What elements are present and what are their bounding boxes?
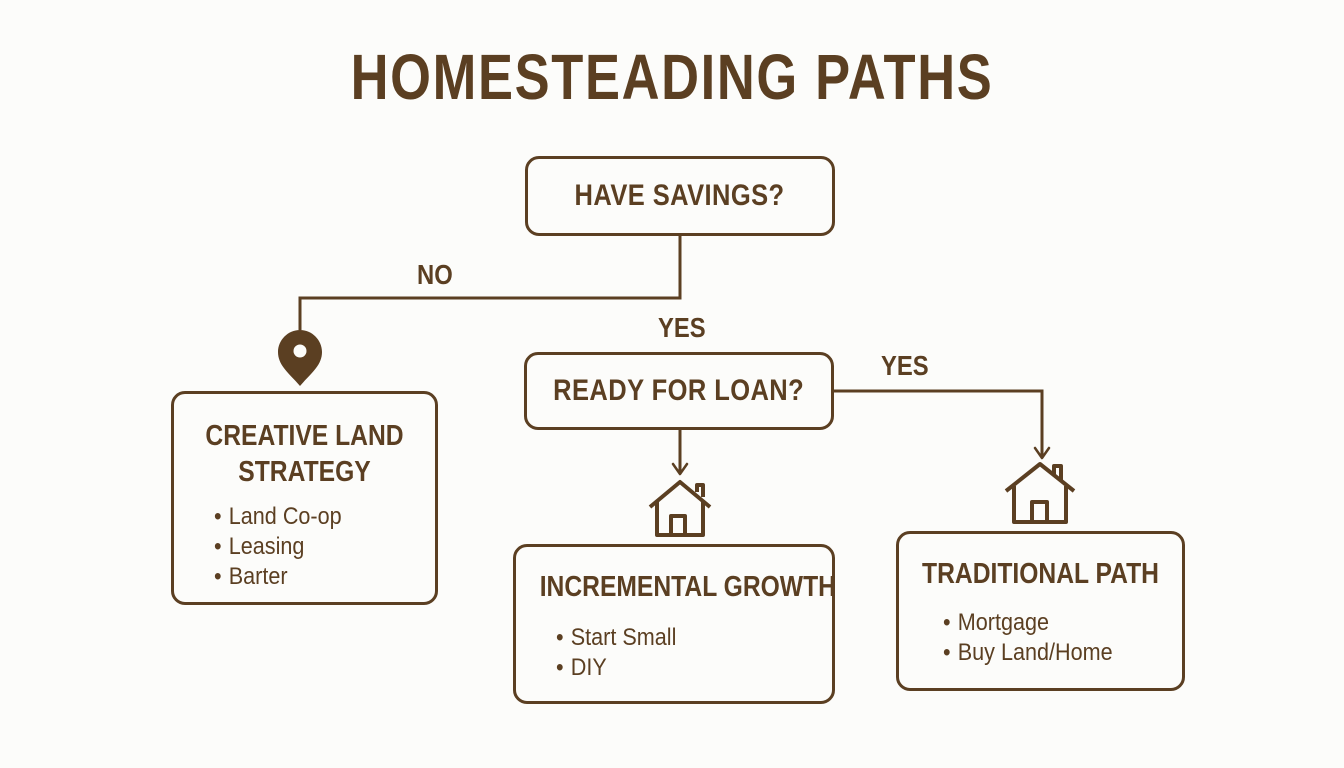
traditional-options-list: Mortgage Buy Land/Home [943,608,1132,668]
edge-label-yes-savings: YES [658,312,706,343]
outcome-creative-land-strategy: CREATIVE LAND STRATEGY Land Co-op Leasin… [171,391,438,605]
decision-ready-for-loan-label: READY FOR LOAN? [553,374,805,407]
list-item: Mortgage [943,608,1113,638]
incremental-title: INCREMENTAL GROWTH [539,571,836,603]
location-pin-icon [278,330,322,386]
connector-savings-to-creative [298,236,682,330]
outcome-incremental-growth: INCREMENTAL GROWTH Start Small DIY [513,544,836,704]
creative-title-line-1: CREATIVE LAND [205,420,404,452]
creative-title-line-2: STRATEGY [238,456,371,488]
connector-loan-to-traditional [834,389,1044,456]
traditional-title: TRADITIONAL PATH [922,558,1159,590]
house-icon-incremental [648,480,712,537]
list-item: DIY [556,653,676,683]
edge-label-yes-loan: YES [881,350,929,381]
list-item: Start Small [556,623,677,653]
arrowhead-incremental [671,462,689,476]
list-item: Buy Land/Home [943,638,1113,668]
edge-label-no: NO [417,259,453,290]
list-item: Land Co-op [214,502,342,532]
decision-have-savings-label: HAVE SAVINGS? [574,179,786,212]
page-title: HOMESTEADING PATHS [350,41,994,113]
list-item: Barter [214,562,342,592]
house-icon-traditional [1004,462,1076,524]
decision-ready-for-loan: READY FOR LOAN? [524,352,834,430]
creative-options-list: Land Co-op Leasing Barter [214,502,356,592]
outcome-traditional-path: TRADITIONAL PATH Mortgage Buy Land/Home [896,531,1185,691]
incremental-options-list: Start Small DIY [556,623,690,683]
arrowhead-traditional [1033,446,1051,460]
list-item: Leasing [214,532,342,562]
decision-have-savings: HAVE SAVINGS? [525,156,835,236]
